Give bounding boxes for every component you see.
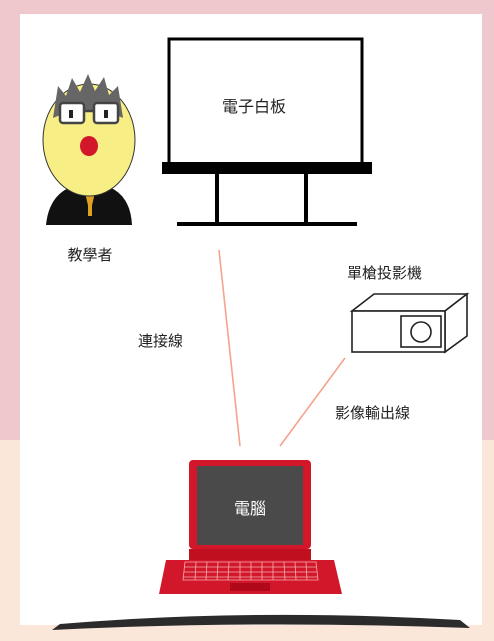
laptop-icon [159,460,342,594]
whiteboard-label: 電子白板 [222,97,287,116]
connection-cable-line [218,249,241,447]
teacher-label: 教學者 [67,246,113,264]
video-output-cable-line [279,357,346,447]
connection-cable-label: 連接線 [138,332,184,350]
computer-label: 電腦 [233,499,267,518]
projector-label: 單槍投影機 [347,264,423,282]
whiteboard-icon [162,37,372,226]
panel-shadow [52,614,470,630]
laptop-keyboard [182,561,319,581]
teacher-icon [42,74,136,225]
video-output-cable-label: 影像輸出線 [335,404,411,422]
projector-icon [349,292,470,354]
